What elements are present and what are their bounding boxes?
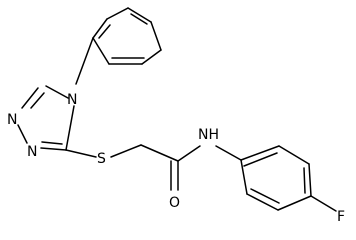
bond <box>215 145 242 161</box>
atom-label-n4: N <box>67 92 77 108</box>
bond <box>277 195 312 211</box>
bond <box>278 145 310 165</box>
bond <box>110 144 142 158</box>
bond <box>243 152 278 167</box>
bond <box>141 49 162 65</box>
fluorophenyl-ring <box>240 145 337 212</box>
bond <box>240 145 280 161</box>
bond <box>130 13 148 25</box>
bond <box>75 37 94 85</box>
bond <box>30 92 45 109</box>
chemical-structure-diagram: N N N S O NH F <box>7 7 345 225</box>
bond <box>92 37 110 65</box>
atom-label-s: S <box>97 151 106 167</box>
atom-label-o: O <box>169 195 180 211</box>
bond <box>21 87 39 109</box>
bond <box>246 193 279 211</box>
bond <box>240 159 248 195</box>
bond <box>303 167 306 194</box>
atom-label-n2: N <box>27 144 37 160</box>
phenyl-ring <box>92 7 162 65</box>
bond <box>45 85 69 99</box>
atom-label-nh: NH <box>198 127 219 143</box>
bond <box>250 188 280 204</box>
bond <box>40 147 67 151</box>
bond <box>308 163 312 197</box>
atom-label-n1: N <box>7 112 17 128</box>
bond <box>98 24 111 39</box>
bond <box>106 7 129 20</box>
bond <box>41 141 63 145</box>
triazole-ring <box>17 85 75 151</box>
bond <box>92 18 108 39</box>
atom-label-f: F <box>337 209 345 225</box>
bond <box>65 149 97 158</box>
bond <box>127 7 152 23</box>
bond <box>140 144 179 162</box>
bond <box>150 21 162 51</box>
bond <box>65 105 75 151</box>
bond <box>17 124 28 144</box>
bond <box>310 195 337 212</box>
bond <box>177 145 201 162</box>
